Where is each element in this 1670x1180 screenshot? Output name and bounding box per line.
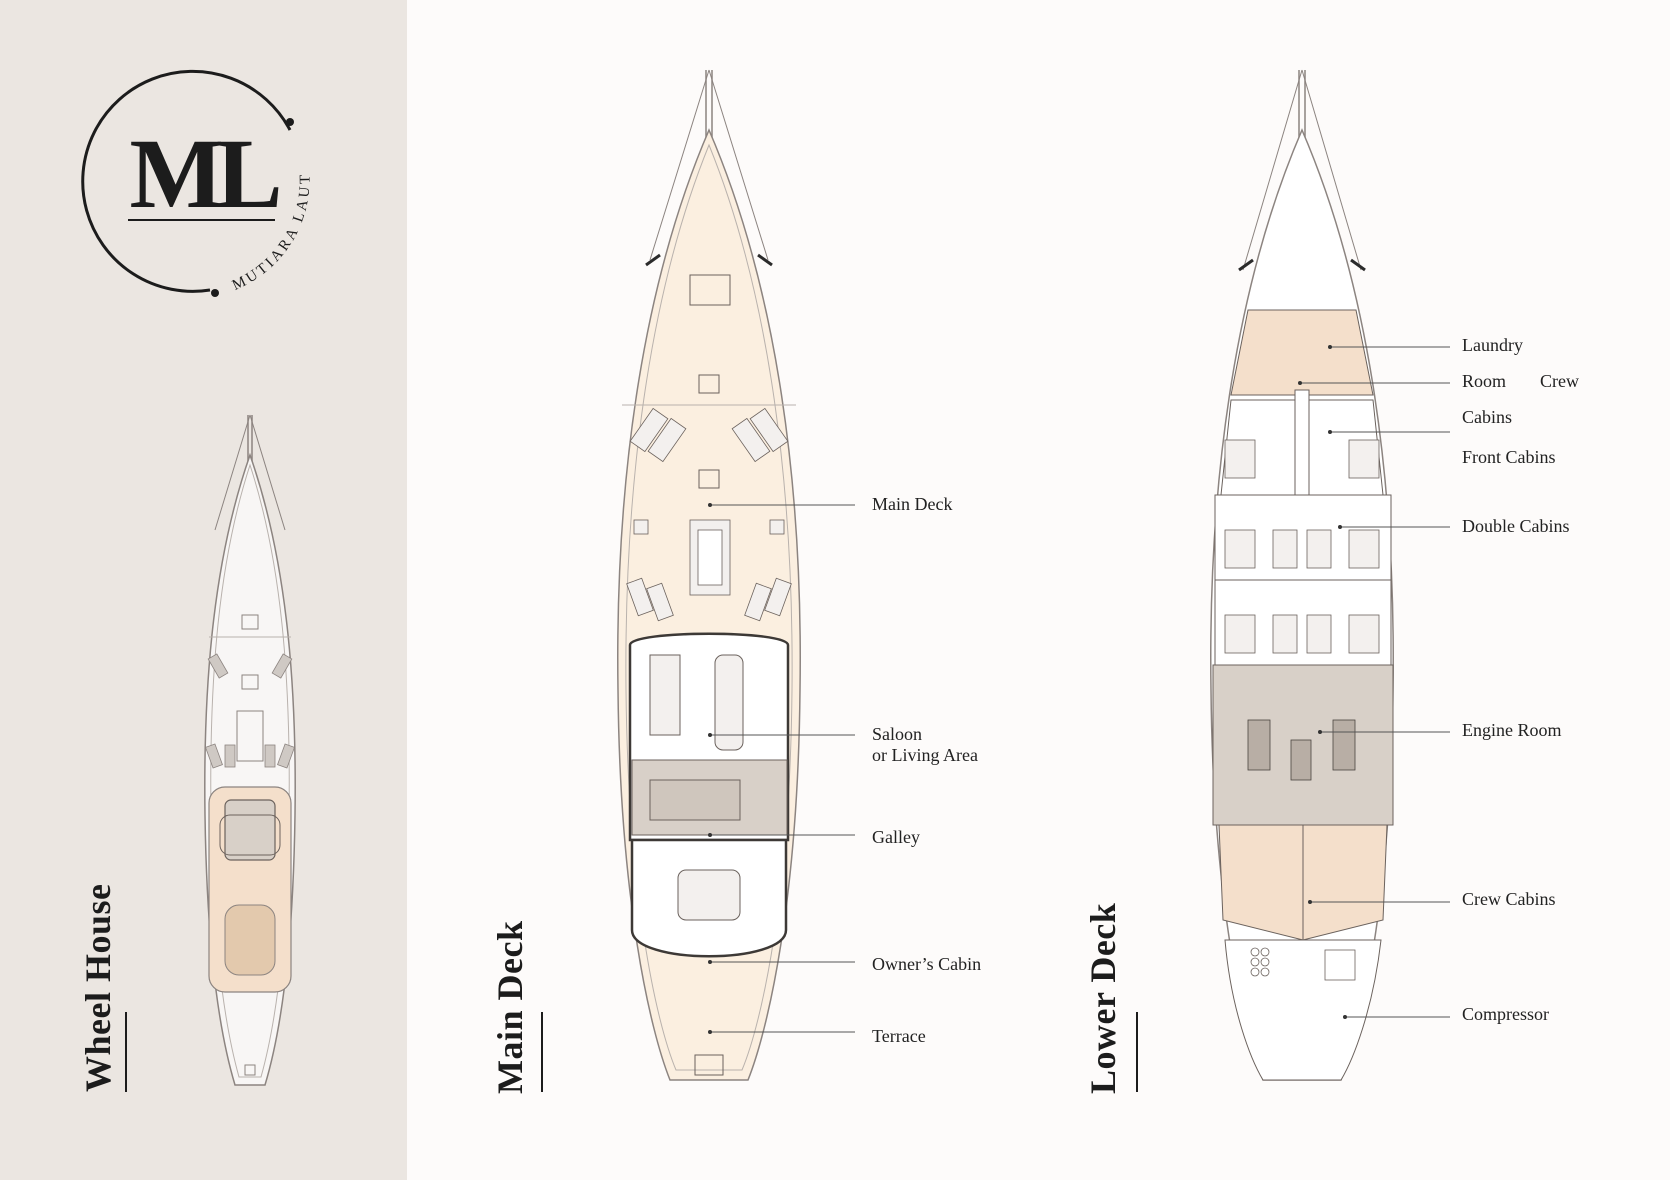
label-engine-room: Engine Room xyxy=(1462,720,1562,740)
label-galley: Galley xyxy=(872,827,920,847)
side-panel xyxy=(0,0,407,1180)
main-deck-title: Main Deck xyxy=(490,920,530,1094)
logo-initials: ML xyxy=(129,118,278,229)
label-saloon: Saloon xyxy=(872,724,923,744)
main-deck-leaders xyxy=(708,503,855,1034)
label-crew: Crew xyxy=(1540,371,1579,391)
wheel-house-title: Wheel House xyxy=(78,883,118,1093)
label-cabins: Cabins xyxy=(1462,407,1513,427)
lower-deck-plan xyxy=(1210,69,1394,1081)
label-room: Room xyxy=(1462,371,1507,391)
lower-deck-leaders xyxy=(1298,345,1450,1019)
main-panel xyxy=(407,0,1670,1180)
label-crew-cabins: Crew Cabins xyxy=(1462,889,1556,909)
label-owners-cabin: Owner’s Cabin xyxy=(872,954,982,974)
label-living-area: or Living Area xyxy=(872,745,978,765)
wheel-house-rule xyxy=(125,1012,127,1092)
label-laundry: Laundry xyxy=(1462,335,1523,355)
label-double-cabins: Double Cabins xyxy=(1462,516,1570,536)
main-deck-rule xyxy=(541,1012,543,1092)
main-deck-plan xyxy=(617,69,801,1081)
lower-deck-title: Lower Deck xyxy=(1083,902,1123,1094)
label-front-cabins: Front Cabins xyxy=(1462,447,1556,467)
lower-deck-rule xyxy=(1136,1012,1138,1092)
wheel-house-plan xyxy=(204,414,296,1086)
brand-logo: ML MUTIARA LAUT xyxy=(60,40,350,330)
label-compressor: Compressor xyxy=(1462,1004,1549,1024)
label-terrace: Terrace xyxy=(872,1026,926,1046)
label-main-deck: Main Deck xyxy=(872,494,953,514)
